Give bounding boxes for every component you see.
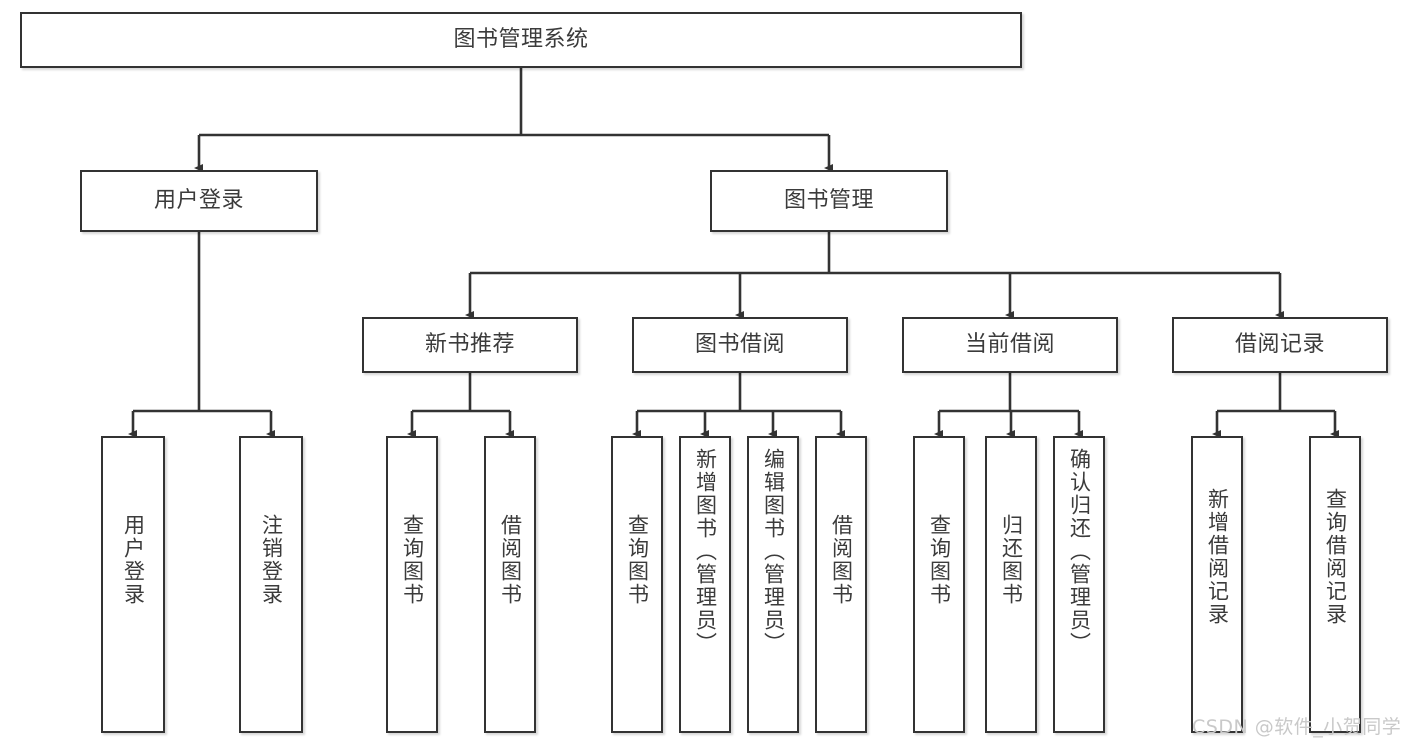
- node-leaf-query-book-1[interactable]: 查询图书: [386, 436, 438, 733]
- node-label: 查询图书: [927, 514, 952, 606]
- node-label: 编辑图书（管理员）: [761, 448, 786, 655]
- node-label: 图书管理系统: [453, 26, 589, 52]
- node-leaf-query-book-2[interactable]: 查询图书: [611, 436, 663, 733]
- node-label: 归还图书: [999, 514, 1024, 606]
- node-new-book-recommend[interactable]: 新书推荐: [362, 317, 578, 373]
- node-label: 当前借阅: [964, 331, 1055, 357]
- node-book-borrow[interactable]: 图书借阅: [632, 317, 848, 373]
- node-label: 新书推荐: [424, 331, 515, 357]
- node-leaf-query-record[interactable]: 查询借阅记录: [1309, 436, 1361, 733]
- node-leaf-add-book[interactable]: 新增图书（管理员）: [679, 436, 731, 733]
- node-leaf-add-record[interactable]: 新增借阅记录: [1191, 436, 1243, 733]
- node-label: 图书管理: [783, 187, 874, 213]
- node-book-manage[interactable]: 图书管理: [710, 170, 948, 232]
- node-label: 查询图书: [625, 514, 650, 606]
- node-label: 查询图书: [400, 514, 425, 606]
- node-current-borrow[interactable]: 当前借阅: [902, 317, 1118, 373]
- node-leaf-confirm-return[interactable]: 确认归还（管理员）: [1053, 436, 1105, 733]
- node-user-login[interactable]: 用户登录: [80, 170, 318, 232]
- node-label: 借阅图书: [498, 514, 523, 606]
- node-label: 查询借阅记录: [1323, 488, 1348, 626]
- node-leaf-logout[interactable]: 注销登录: [239, 436, 303, 733]
- node-label: 借阅图书: [829, 514, 854, 606]
- node-leaf-return-book[interactable]: 归还图书: [985, 436, 1037, 733]
- node-label: 注销登录: [259, 514, 284, 606]
- node-borrow-record[interactable]: 借阅记录: [1172, 317, 1388, 373]
- node-leaf-edit-book[interactable]: 编辑图书（管理员）: [747, 436, 799, 733]
- node-leaf-query-book-3[interactable]: 查询图书: [913, 436, 965, 733]
- node-label: 新增借阅记录: [1205, 488, 1230, 626]
- node-root[interactable]: 图书管理系统: [20, 12, 1022, 68]
- node-label: 确认归还（管理员）: [1067, 448, 1092, 655]
- node-label: 用户登录: [121, 514, 146, 606]
- node-leaf-borrow-book-2[interactable]: 借阅图书: [815, 436, 867, 733]
- node-label: 新增图书（管理员）: [693, 448, 718, 655]
- node-label: 借阅记录: [1234, 331, 1325, 357]
- node-leaf-borrow-book-1[interactable]: 借阅图书: [484, 436, 536, 733]
- connector-lines: [128, 68, 1339, 438]
- node-leaf-user-login[interactable]: 用户登录: [101, 436, 165, 733]
- node-label: 用户登录: [153, 187, 244, 213]
- node-label: 图书借阅: [694, 331, 785, 357]
